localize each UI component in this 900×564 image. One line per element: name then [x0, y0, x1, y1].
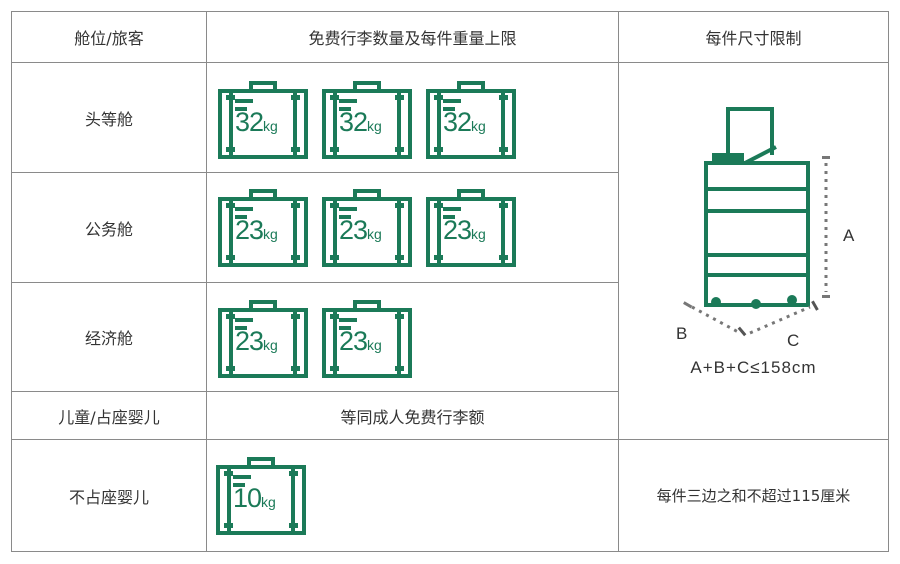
table-border — [11, 391, 618, 392]
child-allowance-text: 等同成人免费行李额 — [340, 407, 485, 427]
bag-weight-value: 23 — [235, 215, 264, 245]
suitcase-icon: 23kg — [425, 187, 517, 267]
suitcase-icon: 32kg — [425, 79, 517, 159]
infant-bags: 10kg — [215, 455, 319, 535]
bag-weight-unit: kg — [263, 118, 278, 134]
bag-weight-value: 32 — [443, 107, 472, 137]
bag-weight-unit: kg — [367, 337, 382, 353]
bag-weight-unit: kg — [367, 118, 382, 134]
row-label-child-infant-seat: 儿童/占座婴儿 — [58, 407, 160, 427]
bag-weight-unit: kg — [263, 337, 278, 353]
table-border — [11, 62, 889, 63]
bag-weight-value: 23 — [235, 326, 264, 356]
wheel — [751, 299, 761, 309]
suitcase-icon: 23kg — [217, 298, 309, 378]
header-cabin-class: 舱位/旅客 — [74, 29, 144, 48]
dimension-line-c — [749, 305, 811, 335]
bag-weight-unit: kg — [367, 226, 382, 242]
row-label-economy-class: 经济舱 — [84, 329, 133, 348]
bag-weight-unit: kg — [471, 226, 486, 242]
suitcase-icon: 23kg — [321, 298, 413, 378]
table-border — [11, 282, 618, 283]
bag-weight-value: 23 — [339, 326, 368, 356]
trolley-suitcase-icon — [683, 107, 830, 337]
dimension-label-c: C — [787, 331, 800, 350]
bag-weight-unit: kg — [471, 118, 486, 134]
bag-weight-value: 32 — [339, 107, 368, 137]
bag-weight-value: 23 — [339, 215, 368, 245]
size-formula: A+B+C≤158cm — [690, 358, 817, 377]
table-border — [888, 11, 889, 552]
table-border — [11, 11, 889, 12]
row-label-infant-no-seat: 不占座婴儿 — [68, 487, 149, 507]
bag-weight-value: 32 — [235, 107, 264, 137]
bag-weight-unit: kg — [261, 494, 276, 510]
table-border — [206, 11, 207, 552]
wheel — [787, 295, 797, 305]
bag-weight-unit: kg — [263, 226, 278, 242]
dimension-label-b: B — [676, 324, 688, 343]
table-border — [11, 11, 12, 552]
suitcase-icon: 32kg — [321, 79, 413, 159]
suitcase-icon: 32kg — [217, 79, 309, 159]
header-free-baggage: 免费行李数量及每件重量上限 — [308, 29, 517, 48]
infant-size-limit-text: 每件三边之和不超过115厘米 — [656, 487, 851, 505]
bag-weight-value: 23 — [443, 215, 472, 245]
dimension-label-a: A — [843, 226, 855, 245]
dimension-line-b — [691, 305, 741, 335]
suitcase-icon: 23kg — [217, 187, 309, 267]
table-border — [11, 172, 618, 173]
wheel — [711, 297, 721, 307]
table-border — [11, 551, 889, 552]
header-size-limit: 每件尺寸限制 — [705, 29, 802, 48]
suitcase-icon: 23kg — [321, 187, 413, 267]
table-border — [618, 11, 619, 552]
table-border — [11, 439, 889, 440]
bag-weight-value: 10 — [233, 483, 262, 513]
row-label-first-class: 头等舱 — [84, 109, 133, 129]
suitcase-icon: 10kg — [215, 455, 307, 535]
row-label-business-class: 公务舱 — [84, 219, 133, 239]
